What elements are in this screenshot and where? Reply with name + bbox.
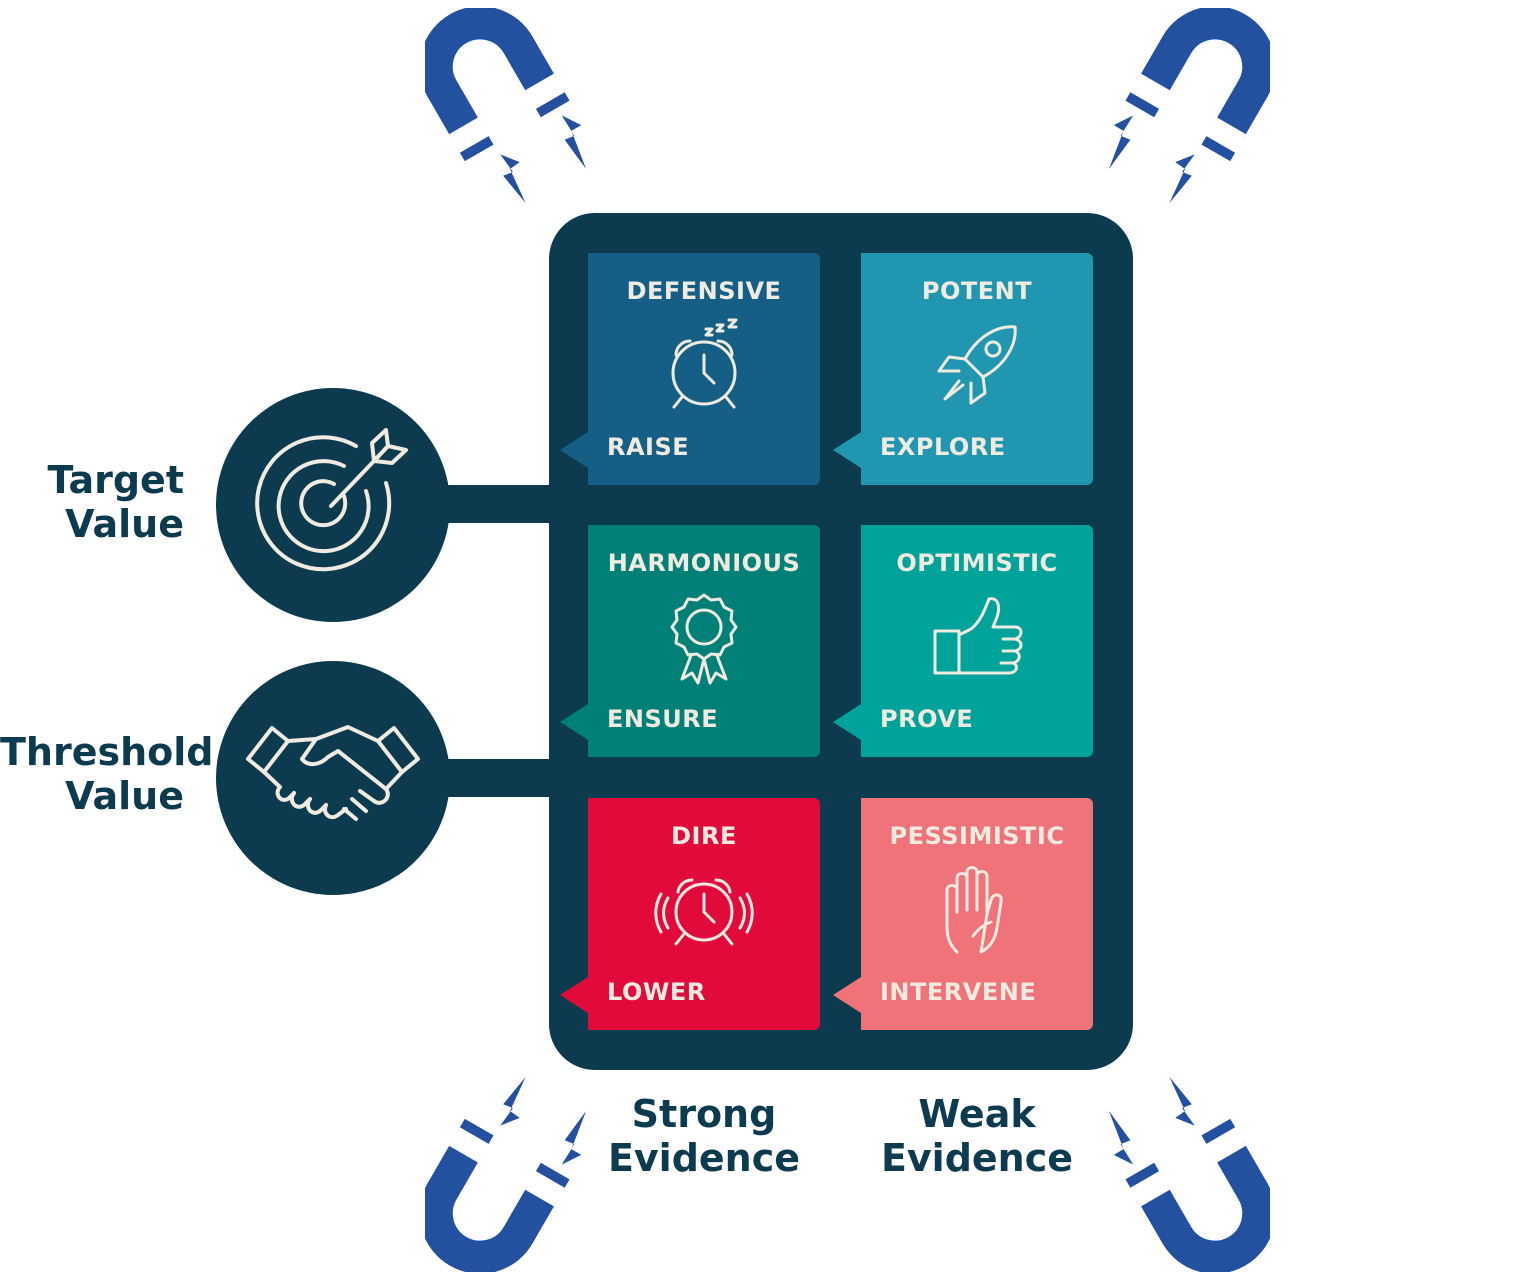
tile-title: OPTIMISTIC xyxy=(896,549,1058,577)
tile-action: EXPLORE xyxy=(880,433,1006,461)
magnet-icon-top-left xyxy=(425,8,587,204)
tile-optimistic: OPTIMISTIC PROVE xyxy=(833,525,1093,757)
tile-action: RAISE xyxy=(607,433,690,461)
tile-dire: DIRE LOWER xyxy=(560,798,820,1030)
threshold-circle xyxy=(216,661,450,895)
tile-action: LOWER xyxy=(607,978,706,1006)
target-connector xyxy=(440,485,555,523)
tile-title: POTENT xyxy=(921,277,1033,305)
tile-action: ENSURE xyxy=(607,705,719,733)
tile-harmonious: HARMONIOUS ENSURE xyxy=(560,525,820,757)
handshake-icon xyxy=(246,725,420,821)
magnet-icon-bottom-right xyxy=(1108,1076,1270,1272)
tile-title: HARMONIOUS xyxy=(607,549,801,577)
tile-title: DIRE xyxy=(671,822,737,850)
thumbs-up-icon xyxy=(933,597,1023,675)
target-arrow-icon xyxy=(255,428,408,572)
strong-evidence-label: Strong Evidence xyxy=(607,1092,801,1180)
tile-pointer xyxy=(560,704,588,740)
threshold-value-label: Threshold Value xyxy=(0,730,214,818)
tile-pointer xyxy=(560,432,588,468)
tile-title: DEFENSIVE xyxy=(626,277,782,305)
rocket-icon xyxy=(937,325,1017,405)
raised-hand-icon xyxy=(945,866,1003,954)
tile-pessimistic: PESSIMISTIC INTERVENE xyxy=(833,798,1093,1030)
award-ribbon-icon xyxy=(670,593,738,685)
tile-defensive: DEFENSIVE RAISE xyxy=(560,253,820,485)
tile-pointer xyxy=(833,432,861,468)
magnet-icon-top-right xyxy=(1108,8,1270,204)
target-circle xyxy=(216,388,450,622)
threshold-connector xyxy=(440,759,555,797)
tile-pointer xyxy=(560,977,588,1013)
tile-title: PESSIMISTIC xyxy=(889,822,1065,850)
weak-evidence-label: Weak Evidence xyxy=(880,1092,1074,1180)
alarm-clock-ringing-icon xyxy=(654,878,754,946)
tile-pointer xyxy=(833,977,861,1013)
target-value-label: Target Value xyxy=(47,458,184,546)
alarm-clock-sleeping-icon xyxy=(671,318,738,409)
tile-potent: POTENT EXPLORE xyxy=(833,253,1093,485)
tile-action: PROVE xyxy=(880,705,974,733)
tile-action: INTERVENE xyxy=(880,978,1037,1006)
magnet-icon-bottom-left xyxy=(425,1076,587,1272)
tile-pointer xyxy=(833,704,861,740)
